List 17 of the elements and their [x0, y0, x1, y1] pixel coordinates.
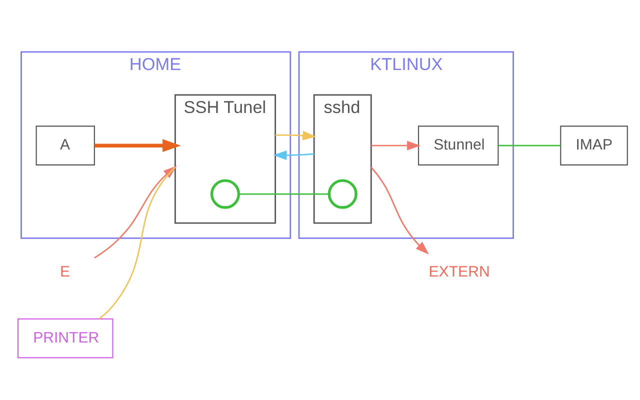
cluster: sshd — [313, 94, 372, 224]
node-box: A — [36, 125, 95, 165]
connector — [239, 192, 330, 194]
node-box: Stunnel — [418, 125, 499, 165]
arrow — [273, 150, 314, 160]
arrow — [275, 130, 316, 140]
node-circle — [210, 178, 240, 208]
arrow — [371, 140, 421, 150]
arrow — [94, 138, 181, 152]
cluster: SSH Tunel — [174, 94, 276, 224]
node-box: IMAP — [560, 125, 628, 165]
node-box: PRINTER — [17, 318, 114, 358]
arrow — [370, 166, 429, 254]
node-circle — [328, 178, 358, 208]
node-text: E — [60, 263, 70, 280]
node-text: EXTERN — [428, 263, 490, 280]
connector — [498, 144, 560, 146]
